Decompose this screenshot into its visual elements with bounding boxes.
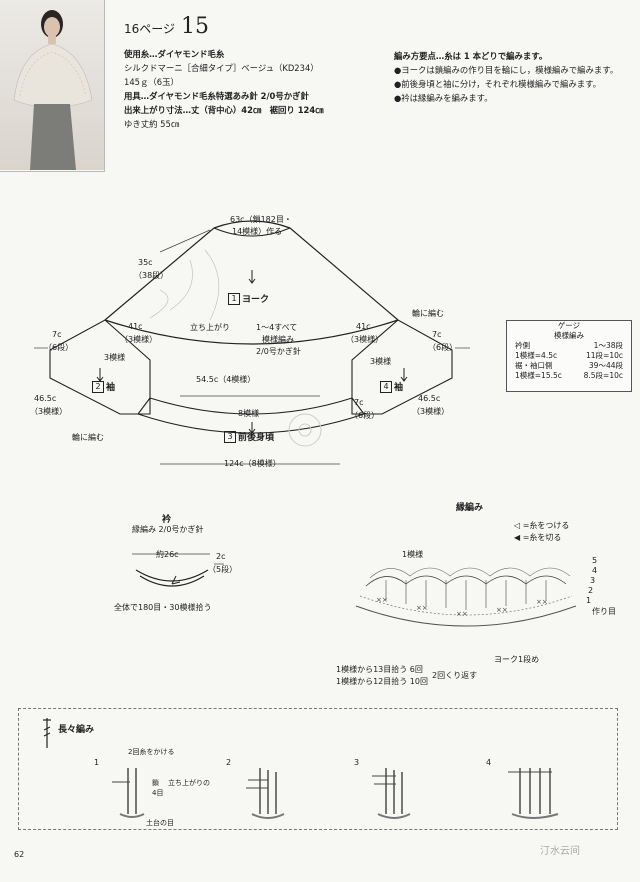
pattern-label-3: 2/0号かぎ針 bbox=[256, 347, 301, 356]
top-label-1: 63c（鎖182目・ bbox=[230, 215, 292, 224]
chain-label-1: 鎖 bbox=[152, 779, 159, 787]
edging-row-5: 5 bbox=[592, 556, 598, 565]
left-7c-1: 7c bbox=[52, 330, 62, 339]
pattern-label-1: 1～4すべて bbox=[256, 323, 298, 332]
page-ref: 16ページ bbox=[124, 22, 176, 36]
yarn-line: 使用糸…ダイヤモンド毛糸 bbox=[124, 49, 225, 59]
left-7c-2: （6段） bbox=[44, 343, 74, 352]
svg-text:××: ×× bbox=[456, 610, 468, 618]
edging-one-mod: 1模様 bbox=[402, 550, 424, 559]
collar-height-1: 2c bbox=[216, 552, 226, 561]
notes-title: 編み方要点…糸は 1 本どりで編みます。 bbox=[394, 51, 548, 61]
top-label-2: 14模様）作る bbox=[232, 227, 283, 236]
schematic-diagram bbox=[34, 220, 470, 465]
right-7c-body-1: 7c bbox=[354, 398, 364, 407]
pattern-label-2: 模様編み bbox=[262, 335, 294, 344]
note-2: ●前後身頃と袖に分け，それぞれ模様編みで編みます。 bbox=[394, 79, 602, 89]
model-photo bbox=[0, 0, 104, 170]
right-41c-1: 41c bbox=[356, 322, 371, 331]
right-7c-body-2: （6段） bbox=[350, 411, 380, 420]
edging-pick-2: 1模様から12目拾う 10回 bbox=[336, 677, 428, 686]
edging-chart: ×× ×× ×× ×× ×× bbox=[355, 567, 577, 627]
long-stitch-illustrations bbox=[112, 768, 559, 819]
step-1: 1 bbox=[94, 758, 100, 767]
edging-legend-1: ◁ =糸をつける bbox=[514, 521, 570, 530]
photo-border-bottom bbox=[0, 171, 105, 172]
right-465-1: 46.5c bbox=[418, 394, 441, 403]
right-7c-2: （6段） bbox=[428, 343, 458, 352]
edging-yoke-row: ヨーク1段め bbox=[494, 655, 540, 664]
finished-size: 出来上がり寸法…丈（背中心）42㎝ 裾回り 124㎝ bbox=[124, 105, 324, 115]
mid-8mod: 8模様 bbox=[238, 409, 260, 418]
collar-diagram bbox=[132, 553, 224, 587]
note-1: ●ヨークは鎖編みの作り目を輪にし，模様編みで編みます。 bbox=[394, 65, 619, 75]
svg-text:××: ×× bbox=[536, 598, 548, 606]
edging-pick-1: 1模様から13目拾う 6回 bbox=[336, 665, 423, 674]
stand-label-2: 立ち上がりの bbox=[168, 779, 210, 787]
yarn-amount: 145ｇ（6玉） bbox=[124, 77, 179, 87]
step-4: 4 bbox=[486, 758, 492, 767]
pattern-title: 16ページ 15 bbox=[124, 14, 209, 39]
base-label: 土台の目 bbox=[146, 819, 174, 827]
bottom-124: 124c（8模様） bbox=[224, 459, 281, 468]
note-3: ●衿は縁編みを編みます。 bbox=[394, 93, 493, 103]
right-41c-2: （3模様） bbox=[346, 335, 384, 344]
edging-row-4: 4 bbox=[592, 566, 598, 575]
watermark-text: 汀水云间 bbox=[540, 846, 580, 857]
page-number: 62 bbox=[14, 850, 25, 859]
long-stitch-title: 長々編み bbox=[58, 725, 95, 735]
edging-start: 作り目 bbox=[592, 607, 616, 616]
svg-text:××: ×× bbox=[376, 596, 388, 604]
step-2: 2 bbox=[226, 758, 232, 767]
treble-symbol-icon bbox=[43, 718, 51, 748]
yoke-length-1: 35c bbox=[138, 258, 153, 267]
edging-row-3: 3 bbox=[590, 576, 596, 585]
yarn-detail: シルクドマーニ［合細タイプ］ベージュ（KD234） bbox=[124, 63, 319, 73]
edging-title: 縁編み bbox=[456, 503, 484, 513]
collar-width: 約26c bbox=[156, 550, 179, 559]
tools-line: 用具…ダイヤモンド毛糸特選あみ針 2/0号かぎ針 bbox=[124, 91, 309, 101]
yoke-length-2: （38段） bbox=[134, 271, 169, 280]
left-41c-2: （3模様） bbox=[120, 335, 158, 344]
stand-label: 立ち上がり bbox=[190, 323, 230, 332]
chain-label-2: 4目 bbox=[152, 789, 164, 797]
ring-right: 輪に編む bbox=[412, 309, 444, 318]
left-465-1: 46.5c bbox=[34, 394, 57, 403]
gauge-title: ゲージ bbox=[557, 321, 581, 330]
edging-row-2: 2 bbox=[588, 586, 594, 595]
edging-legend-2: ◀ =糸を切る bbox=[514, 533, 562, 542]
sleeve-length: ゆき丈約 55㎝ bbox=[124, 119, 180, 129]
left-465-2: （3模様） bbox=[30, 407, 68, 416]
right-465-2: （3模様） bbox=[412, 407, 450, 416]
ring-left: 輪に編む bbox=[72, 433, 104, 442]
right-3mod: 3模様 bbox=[370, 357, 392, 366]
left-3mod: 3模様 bbox=[104, 353, 126, 362]
step-3: 3 bbox=[354, 758, 360, 767]
svg-text:××: ×× bbox=[496, 606, 508, 614]
left-41c-1: 41c bbox=[128, 322, 143, 331]
long-stitch-box bbox=[18, 708, 618, 830]
photo-border bbox=[104, 0, 105, 172]
collar-pickup: 全体で180目・30模様拾う bbox=[114, 603, 212, 612]
mid-545: 54.5c（4模様） bbox=[196, 375, 256, 384]
gauge-subtitle: 模様編み bbox=[554, 331, 584, 340]
svg-text:××: ×× bbox=[416, 604, 428, 612]
collar-subtitle: 縁編み 2/0号かぎ針 bbox=[132, 525, 204, 534]
wrap-label: 2回糸をかける bbox=[128, 748, 175, 756]
pattern-number: 15 bbox=[181, 14, 210, 39]
right-7c-1: 7c bbox=[432, 330, 442, 339]
collar-height-2: （5段） bbox=[208, 565, 238, 574]
edging-row-1: 1 bbox=[586, 596, 592, 605]
edging-repeat: 2回くり返す bbox=[432, 671, 478, 680]
collar-title: 衿 bbox=[162, 515, 172, 525]
